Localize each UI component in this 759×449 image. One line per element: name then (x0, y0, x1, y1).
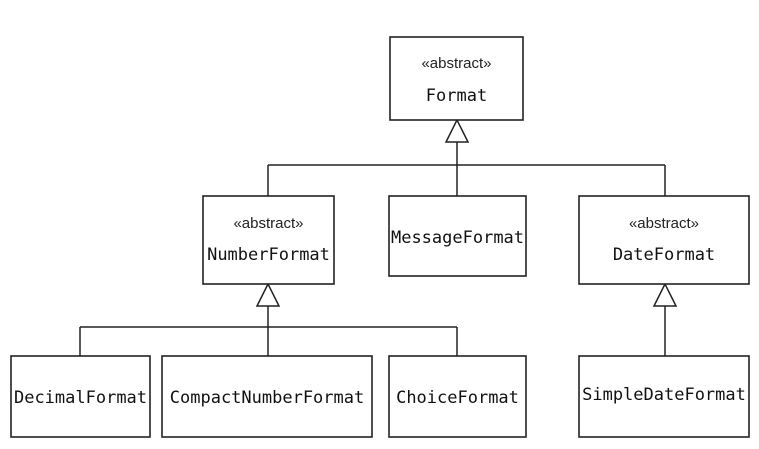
class-box (202, 195, 335, 285)
inheritance-connectors (79, 142, 666, 356)
class-name: NumberFormat (207, 245, 330, 265)
generalization-arrows (255, 118, 678, 307)
class-box (10, 355, 151, 438)
class-box (161, 355, 373, 438)
class-format[interactable]: «abstract» Format (389, 36, 524, 121)
class-message-format[interactable]: MessageFormat (388, 195, 527, 277)
class-stereotype: «abstract» (421, 55, 491, 72)
generalization-arrow-date-format (652, 282, 678, 307)
class-name: SimpleDateFormat (582, 385, 746, 405)
class-name: MessageFormat (391, 228, 524, 248)
class-date-format[interactable]: «abstract» DateFormat (578, 195, 750, 285)
class-box (388, 355, 527, 438)
class-stereotype: «abstract» (233, 215, 303, 232)
class-box (389, 36, 524, 121)
class-name: Format (426, 86, 487, 106)
class-box (578, 195, 750, 285)
class-compact-number-format[interactable]: CompactNumberFormat (161, 355, 373, 438)
generalization-arrow-number-format (255, 282, 281, 307)
class-name: DateFormat (613, 245, 715, 265)
class-name: ChoiceFormat (396, 388, 519, 408)
class-box (388, 195, 527, 277)
class-name: CompactNumberFormat (170, 388, 364, 408)
class-name: DecimalFormat (14, 388, 147, 408)
class-box (578, 355, 750, 438)
generalization-arrow-format (444, 118, 470, 143)
class-stereotype: «abstract» (629, 215, 699, 232)
class-simple-date-format[interactable]: SimpleDateFormat (578, 355, 750, 438)
class-choice-format[interactable]: ChoiceFormat (388, 355, 527, 438)
class-decimal-format[interactable]: DecimalFormat (10, 355, 151, 438)
class-number-format[interactable]: «abstract» NumberFormat (202, 195, 335, 285)
